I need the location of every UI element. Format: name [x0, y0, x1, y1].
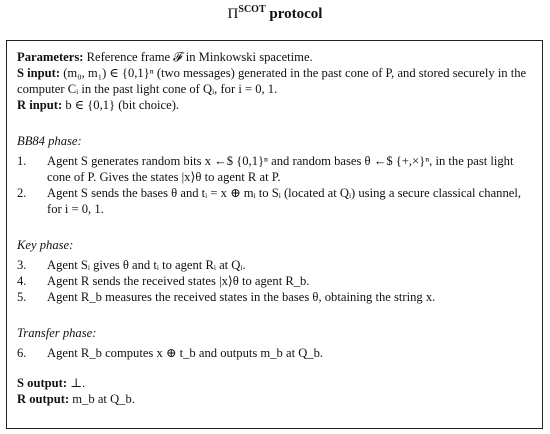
step-item: 4. Agent R sends the received states |x⟩…: [17, 273, 532, 289]
title-word: protocol: [269, 6, 323, 22]
s-input-label: S input:: [17, 66, 61, 80]
protocol-title: ΠSCOT protocol: [0, 4, 550, 23]
step-item: 2. Agent S sends the bases θ and tᵢ = x …: [17, 185, 532, 217]
step-item: 3. Agent Sᵢ gives θ and tᵢ to agent Rᵢ a…: [17, 257, 532, 273]
r-output-label: R output:: [17, 392, 70, 406]
step-item: 6. Agent R_b computes x ⊕ t_b and output…: [17, 345, 532, 361]
s-input-line: S input: (m₀, m₁) ∈ {0,1}ⁿ (two messages…: [17, 65, 532, 97]
step-item: 1. Agent S generates random bits x ←$ {0…: [17, 153, 532, 185]
protocol-box: Parameters: Reference frame 𝓕 in Minkows…: [6, 40, 543, 429]
step-number: 3.: [17, 258, 27, 272]
s-output-label: S output:: [17, 376, 68, 390]
parameters-text: Reference frame 𝓕 in Minkowski spacetime…: [86, 50, 313, 64]
step-number: 6.: [17, 346, 27, 360]
title-symbol: Π: [227, 6, 239, 22]
key-phase-heading: Key phase:: [17, 238, 74, 252]
transfer-phase-heading: Transfer phase:: [17, 326, 97, 340]
r-input-text: b ∈ {0,1} (bit choice).: [65, 98, 180, 112]
r-input-label: R input:: [17, 98, 63, 112]
step-number: 2.: [17, 186, 27, 200]
step-text: Agent R_b measures the received states i…: [47, 290, 436, 304]
step-text: Agent Sᵢ gives θ and tᵢ to agent Rᵢ at Q…: [47, 258, 246, 272]
step-text: Agent R_b computes x ⊕ t_b and outputs m…: [47, 346, 324, 360]
s-output-text: ⊥.: [70, 376, 86, 390]
step-number: 1.: [17, 154, 27, 168]
step-item: 5. Agent R_b measures the received state…: [17, 289, 532, 305]
r-output-text: m_b at Q_b.: [72, 392, 135, 406]
step-text: Agent R sends the received states |x⟩θ t…: [47, 274, 310, 288]
s-output-line: S output: ⊥.: [17, 375, 532, 391]
step-number: 5.: [17, 290, 27, 304]
step-number: 4.: [17, 274, 27, 288]
parameters-label: Parameters:: [17, 50, 84, 64]
title-superscript: SCOT: [238, 4, 266, 15]
r-output-line: R output: m_b at Q_b.: [17, 391, 532, 407]
r-input-line: R input: b ∈ {0,1} (bit choice).: [17, 97, 532, 113]
step-text: Agent S sends the bases θ and tᵢ = x ⊕ m…: [47, 186, 521, 216]
s-input-text: (m₀, m₁) ∈ {0,1}ⁿ (two messages) generat…: [17, 66, 527, 96]
bb84-phase-heading: BB84 phase:: [17, 134, 82, 148]
parameters-line: Parameters: Reference frame 𝓕 in Minkows…: [17, 49, 532, 65]
step-text: Agent S generates random bits x ←$ {0,1}…: [47, 154, 514, 184]
